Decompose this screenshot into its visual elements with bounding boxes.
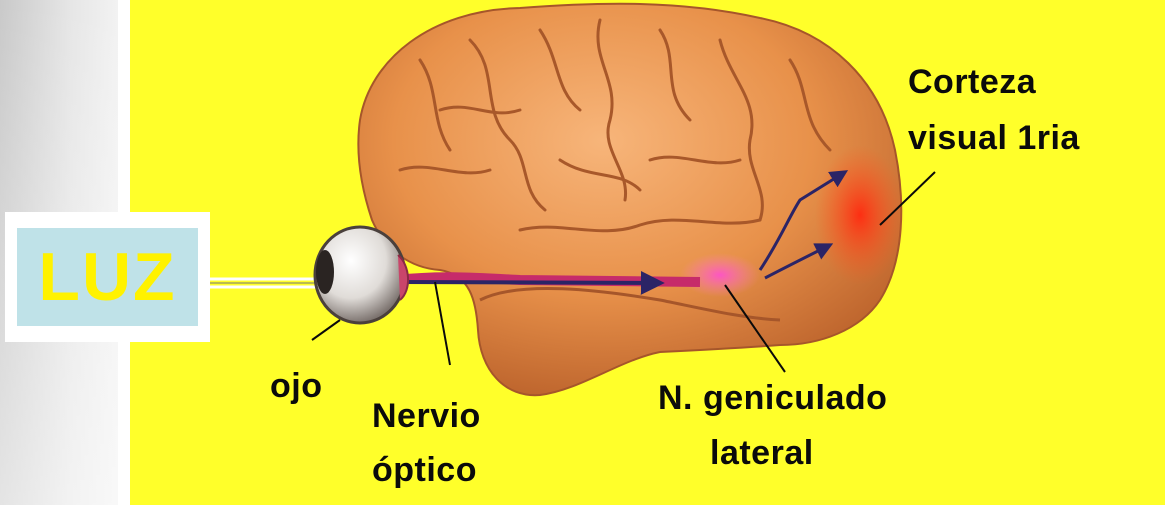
brain-shape bbox=[358, 4, 905, 395]
lgn-label-line2: lateral bbox=[710, 433, 814, 473]
eye-illustration bbox=[315, 227, 408, 323]
lgn-label-line1: N. geniculado bbox=[658, 378, 887, 418]
optic-nerve-label-line2: óptico bbox=[372, 450, 477, 490]
light-beam bbox=[205, 279, 330, 287]
light-source-panel: LUZ bbox=[17, 228, 198, 326]
eye-label: ojo bbox=[270, 366, 322, 406]
pathway-arrow-to-lgn bbox=[400, 282, 660, 283]
optic-nerve-label-line1: Nervio bbox=[372, 396, 481, 436]
cortex-label-line2: visual 1ria bbox=[908, 118, 1080, 158]
light-label: LUZ bbox=[38, 238, 176, 316]
light-source-box: LUZ bbox=[5, 212, 210, 342]
cortex-label-line1: Corteza bbox=[908, 62, 1036, 102]
